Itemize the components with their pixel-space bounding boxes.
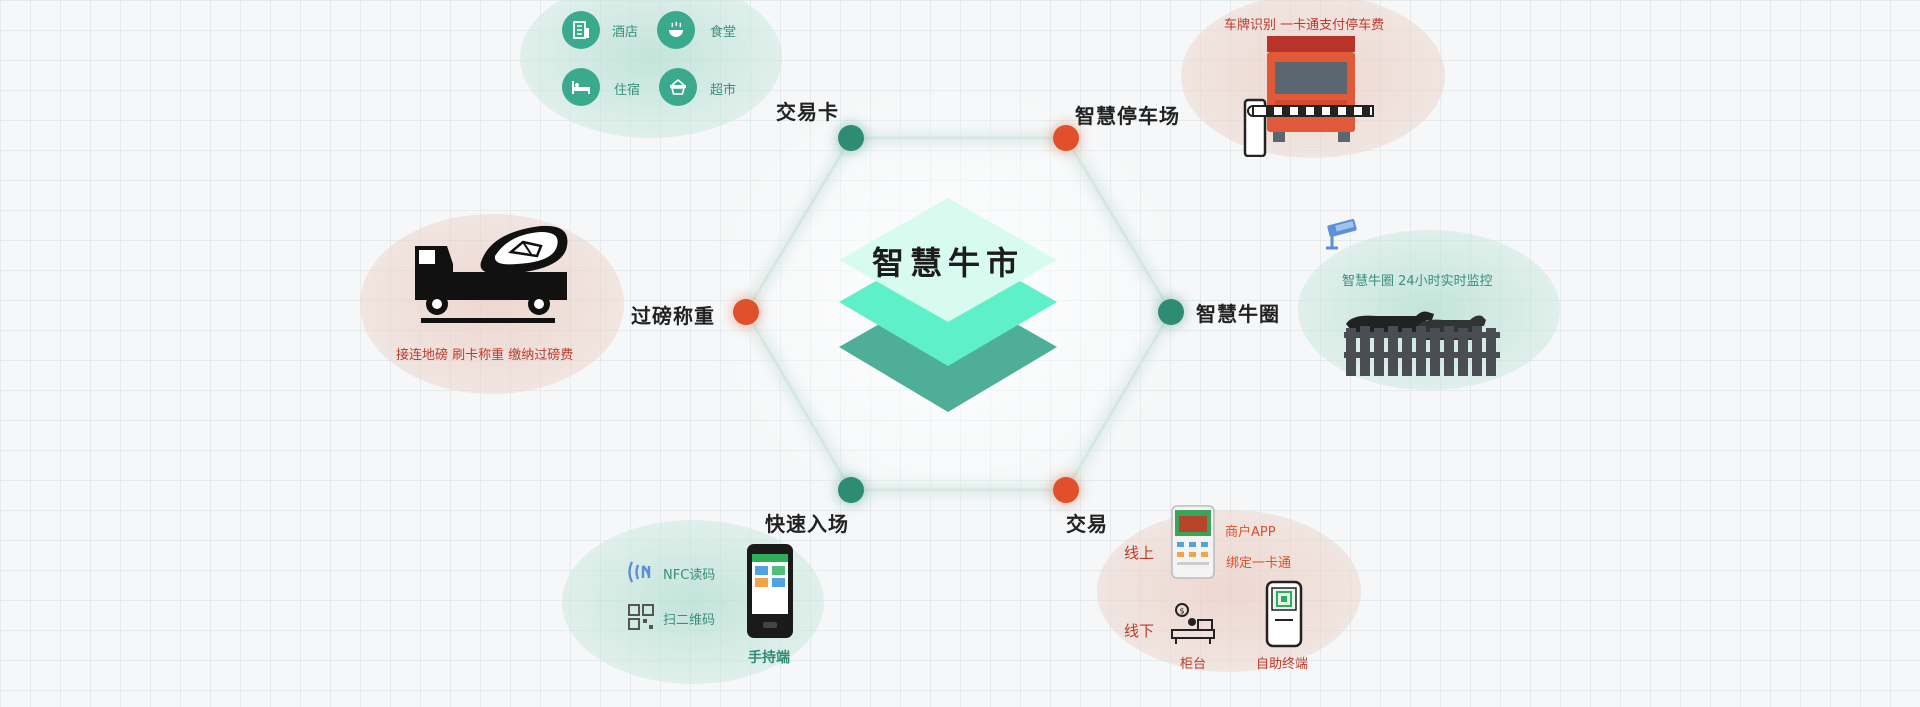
- truck-barrier-icon: [1238, 32, 1378, 157]
- qr-label: 扫二维码: [663, 609, 715, 628]
- camera-icon: [1322, 218, 1362, 254]
- counter-icon: $: [1170, 602, 1216, 646]
- merchant-app-phone-icon: [1170, 504, 1216, 580]
- device-label: 手持端: [748, 647, 790, 667]
- center-title: 智慧牛市: [872, 238, 1024, 284]
- hotel-label: 酒店: [612, 21, 638, 40]
- self-service-kiosk-icon: [1265, 580, 1303, 648]
- node-label-entry: 快速入场: [765, 508, 849, 537]
- node-label-parking: 智慧停车场: [1075, 100, 1180, 129]
- cattle-fence-icon: [1342, 308, 1502, 380]
- weigh-caption: 接连地磅 刷卡称重 缴纳过磅费: [396, 344, 573, 363]
- node-label-card: 交易卡: [776, 96, 839, 125]
- handheld-device-icon: [745, 542, 795, 640]
- offline-label: 线下: [1124, 620, 1154, 641]
- lodging-icon: [562, 68, 600, 106]
- hotel-icon: [562, 11, 600, 49]
- canteen-icon: [657, 11, 695, 49]
- qr-code-icon: [628, 604, 654, 630]
- app-label: 商户APP: [1225, 521, 1276, 540]
- svg-text:$: $: [1180, 607, 1185, 616]
- nfc-label: NFC读码: [663, 564, 715, 583]
- market-label: 超市: [710, 79, 736, 98]
- pen-caption: 智慧牛圈 24小时实时监控: [1342, 270, 1493, 289]
- bind-card-label: 绑定一卡通: [1226, 552, 1291, 571]
- parking-caption: 车牌识别 一卡通支付停车费: [1224, 14, 1384, 33]
- counter-label: 柜台: [1180, 653, 1206, 672]
- market-basket-icon: [659, 68, 697, 106]
- online-label: 线上: [1124, 542, 1154, 563]
- lodging-label: 住宿: [614, 79, 640, 98]
- nfc-icon: [626, 559, 656, 585]
- node-label-pen: 智慧牛圈: [1196, 298, 1280, 327]
- node-label-trade: 交易: [1066, 508, 1108, 537]
- mixer-truck-icon: [411, 222, 571, 330]
- canteen-label: 食堂: [710, 21, 736, 40]
- node-label-weigh: 过磅称重: [631, 300, 715, 329]
- kiosk-label: 自助终端: [1256, 653, 1308, 672]
